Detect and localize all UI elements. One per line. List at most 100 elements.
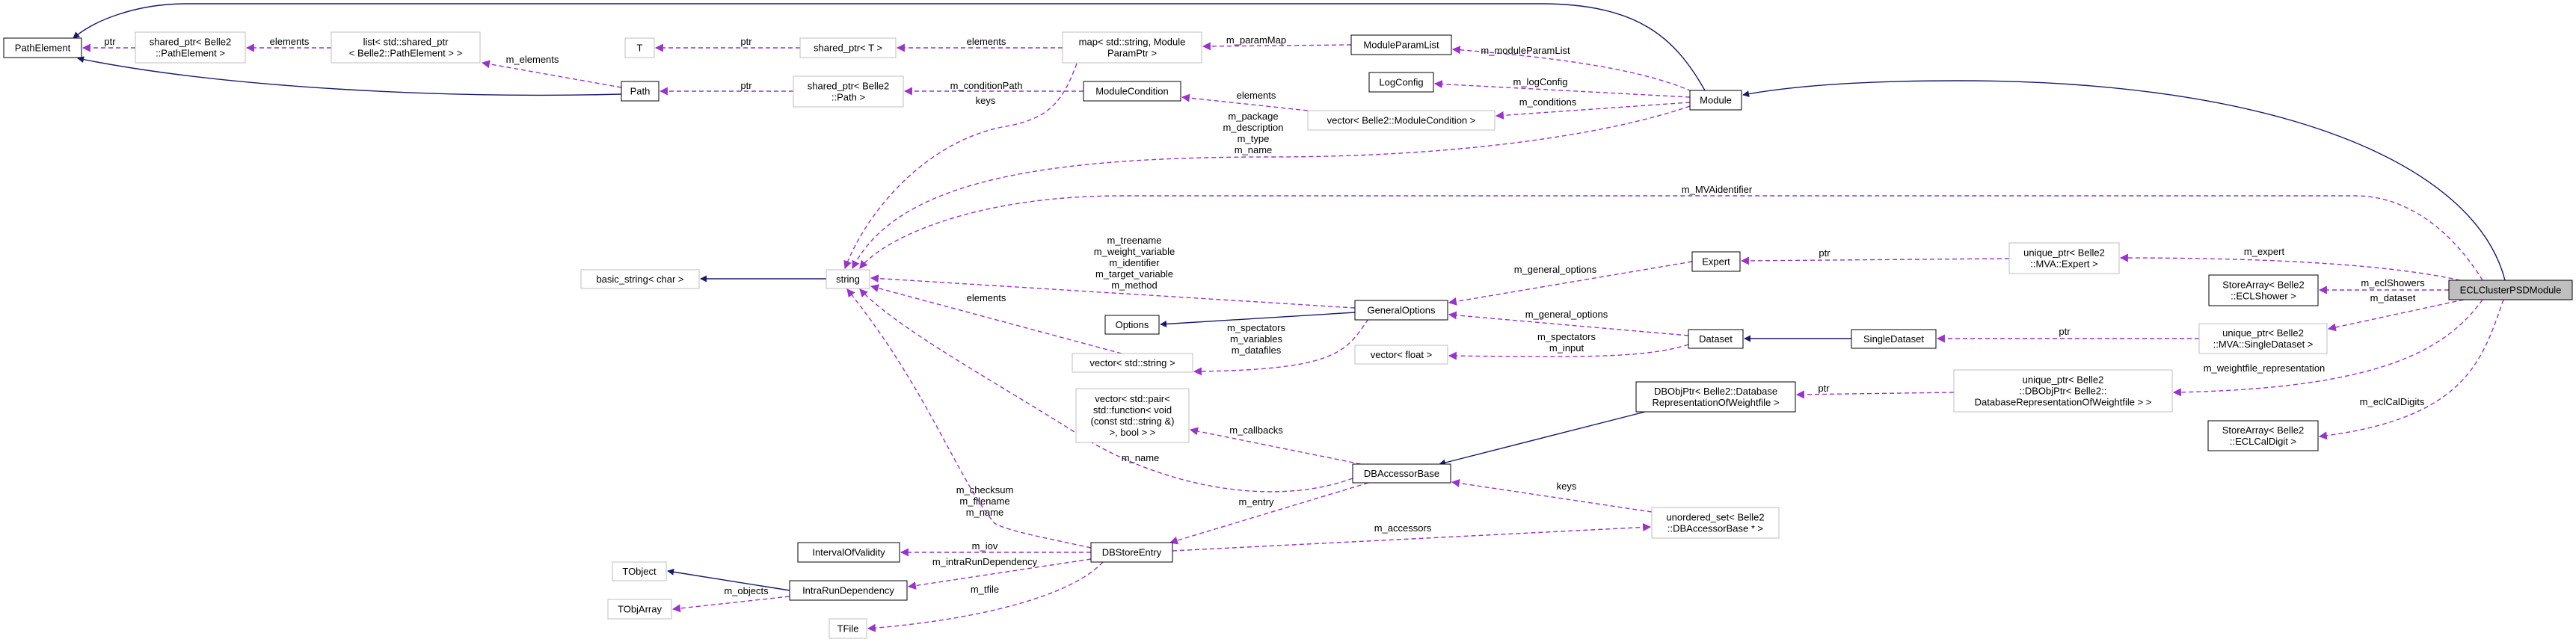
class-node-db-accessor-base[interactable]: DBAccessorBase <box>1352 463 1451 484</box>
edge-label-line: m_dataset <box>2370 292 2416 303</box>
class-node-box[interactable] <box>1354 300 1448 321</box>
edge-label: m_entry <box>1239 496 1274 507</box>
class-node-box[interactable] <box>135 31 246 64</box>
class-node-string[interactable]: string <box>826 269 870 289</box>
class-node-box[interactable] <box>826 269 870 289</box>
class-node-box[interactable] <box>1691 251 1741 272</box>
class-node-basic-string[interactable]: basic_string< char > <box>580 269 700 289</box>
class-node-box[interactable] <box>1368 72 1434 93</box>
class-node-box[interactable] <box>1307 110 1496 131</box>
edge-label-line: m_general_options <box>1514 264 1597 275</box>
class-node-box[interactable] <box>580 269 700 289</box>
class-node-store-array-shower[interactable]: StoreArray< Belle2::ECLShower > <box>2208 274 2319 306</box>
class-node-unique-ptr-expert[interactable]: unique_ptr< Belle2::MVA::Expert > <box>2008 242 2120 274</box>
class-node-box[interactable] <box>1090 542 1173 563</box>
class-node-interval-of-validity[interactable]: IntervalOfValidity <box>797 542 900 563</box>
class-node-box[interactable] <box>624 37 655 58</box>
edge-label: keys <box>976 95 996 106</box>
class-node-tobjarray[interactable]: TObjArray <box>607 599 672 620</box>
class-node-box[interactable] <box>2208 274 2319 306</box>
class-node-box[interactable] <box>1688 329 1744 349</box>
class-node-box[interactable] <box>829 618 867 639</box>
class-node-label: vector< std::string > <box>1089 357 1175 368</box>
class-node-general-options[interactable]: GeneralOptions <box>1354 300 1448 321</box>
class-node-box[interactable] <box>612 561 667 581</box>
class-node-vector-string[interactable]: vector< std::string > <box>1072 353 1193 373</box>
class-node-label: unique_ptr< Belle2::MVA::Expert > <box>2023 247 2105 270</box>
class-node-unique-ptr-dbobjptr[interactable]: unique_ptr< Belle2::DBObjPtr< Belle2::Da… <box>1953 369 2173 413</box>
class-node-label-line: StoreArray< Belle2 <box>2222 280 2304 291</box>
class-node-intra-run-dependency[interactable]: IntraRunDependency <box>789 580 908 601</box>
usage-edge-m-callbacks <box>1189 427 1362 465</box>
class-node-box[interactable] <box>331 31 481 64</box>
usage-edge-m-log-config <box>1433 80 1691 98</box>
class-node-tobject[interactable]: TObject <box>612 561 667 581</box>
class-node-module[interactable]: Module <box>1689 90 1742 111</box>
class-node-box[interactable] <box>3 37 82 58</box>
class-node-options[interactable]: Options <box>1104 315 1160 335</box>
class-node-box[interactable] <box>1953 369 2173 413</box>
class-node-unique-ptr-single-dataset[interactable]: unique_ptr< Belle2::MVA::SingleDataset > <box>2198 323 2328 354</box>
class-node-box[interactable] <box>1075 388 1190 443</box>
class-node-box[interactable] <box>1635 381 1796 413</box>
class-node-vector-pair[interactable]: vector< std::pair<std::function< void(co… <box>1075 388 1190 443</box>
class-node-shared-ptr-path-element[interactable]: shared_ptr< Belle2::PathElement > <box>135 31 246 64</box>
class-node-ecl-module[interactable]: ECLClusterPSDModule <box>2448 280 2573 300</box>
class-node-box[interactable] <box>2207 420 2319 451</box>
class-node-expert[interactable]: Expert <box>1691 251 1741 272</box>
class-node-box[interactable] <box>2448 280 2573 300</box>
class-node-box[interactable] <box>1072 353 1193 373</box>
class-node-label: Module <box>1700 95 1732 106</box>
class-node-box[interactable] <box>2008 242 2120 274</box>
class-node-module-param-list[interactable]: ModuleParamList <box>1350 34 1452 55</box>
class-node-box[interactable] <box>2198 323 2328 354</box>
class-node-box[interactable] <box>797 542 900 563</box>
class-node-log-config[interactable]: LogConfig <box>1368 72 1434 93</box>
class-node-store-array-caldigit[interactable]: StoreArray< Belle2::ECLCalDigit > <box>2207 420 2319 451</box>
class-node-box[interactable] <box>799 37 897 58</box>
class-node-label: shared_ptr< Belle2::PathElement > <box>150 37 232 59</box>
edge-label-line: elements <box>967 292 1006 303</box>
usage-edge-dataset-floats <box>1448 344 1689 360</box>
class-node-box[interactable] <box>1354 345 1448 365</box>
class-node-box[interactable] <box>1083 81 1181 102</box>
class-node-dataset[interactable]: Dataset <box>1688 329 1744 349</box>
class-node-label-line: Module <box>1700 95 1732 106</box>
usage-edge-m-conditions <box>1495 102 1691 120</box>
class-node-unordered-set[interactable]: unordered_set< Belle2::DBAccessorBase * … <box>1651 507 1780 539</box>
class-node-box[interactable] <box>1851 329 1937 349</box>
edge-label: m_general_options <box>1525 309 1608 320</box>
edge-label-line: m_spectators <box>1537 331 1596 342</box>
class-node-box[interactable] <box>607 599 672 620</box>
class-node-shared-ptr-path[interactable]: shared_ptr< Belle2::Path > <box>793 75 904 108</box>
class-node-list-shared-ptr[interactable]: list< std::shared_ptr< Belle2::PathEleme… <box>331 31 481 64</box>
class-node-box[interactable] <box>621 81 660 102</box>
class-node-path[interactable]: Path <box>621 81 660 102</box>
class-node-box[interactable] <box>1104 315 1160 335</box>
class-node-single-dataset[interactable]: SingleDataset <box>1851 329 1937 349</box>
class-node-vector-float[interactable]: vector< float > <box>1354 345 1448 365</box>
class-node-module-condition[interactable]: ModuleCondition <box>1083 81 1181 102</box>
class-node-t[interactable]: T <box>624 37 655 58</box>
class-node-path-element[interactable]: PathElement <box>3 37 82 58</box>
class-node-box[interactable] <box>1062 31 1202 64</box>
class-node-shared-ptr-t[interactable]: shared_ptr< T > <box>799 37 897 58</box>
class-node-label: LogConfig <box>1379 77 1423 88</box>
class-node-box[interactable] <box>793 75 904 108</box>
class-node-box[interactable] <box>1350 34 1452 55</box>
class-node-label: unique_ptr< Belle2::DBObjPtr< Belle2::Da… <box>1975 374 2152 408</box>
class-node-box[interactable] <box>1352 463 1451 484</box>
usage-edge-m-weightfile-representation <box>2172 299 2483 397</box>
edge-label-line: ptr <box>1818 383 1830 394</box>
class-node-label-line: ::PathElement > <box>156 48 225 59</box>
class-node-db-store-entry[interactable]: DBStoreEntry <box>1090 542 1173 563</box>
class-node-box[interactable] <box>1651 507 1780 539</box>
class-node-vector-module-condition[interactable]: vector< Belle2::ModuleCondition > <box>1307 110 1496 131</box>
class-node-box[interactable] <box>789 580 908 601</box>
class-node-label-line: list< std::shared_ptr <box>363 37 449 48</box>
class-node-tfile[interactable]: TFile <box>829 618 867 639</box>
class-node-box[interactable] <box>1689 90 1742 111</box>
class-node-label-line: ::MVA::SingleDataset > <box>2213 339 2314 350</box>
